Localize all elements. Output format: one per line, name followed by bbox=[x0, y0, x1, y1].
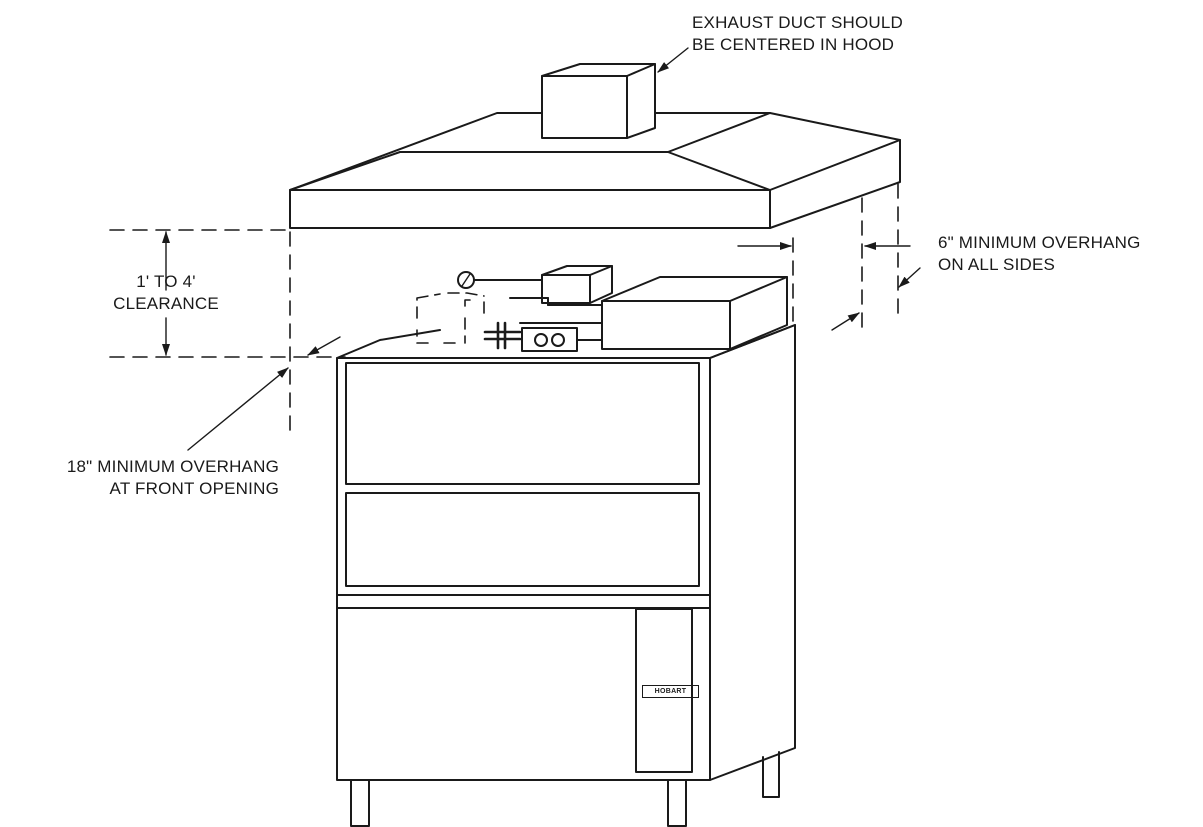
control-knob-icon bbox=[551, 333, 565, 347]
side-overhang-arrow-lower-right bbox=[898, 267, 921, 288]
exhaust-duct-leader bbox=[657, 47, 689, 73]
exhaust-duct-label-line2: BE CENTERED IN HOOD bbox=[692, 35, 895, 54]
front-overhang-label-line1: 18" MINIMUM OVERHANG bbox=[66, 457, 279, 476]
exhaust-duct-label-line1: EXHAUST DUCT SHOULD bbox=[692, 13, 903, 32]
exhaust-duct bbox=[541, 63, 656, 139]
dimension-arrows bbox=[162, 47, 921, 451]
side-overhang-label: 6" MINIMUM OVERHANG ON ALL SIDES bbox=[938, 232, 1141, 276]
clearance-label: 1' TO 4' CLEARANCE bbox=[96, 271, 236, 315]
control-knob-icon bbox=[534, 333, 548, 347]
side-overhang-label-line1: 6" MINIMUM OVERHANG bbox=[938, 233, 1141, 252]
side-overhang-arrow-lower-left bbox=[831, 312, 860, 331]
front-overhang-leader bbox=[187, 367, 289, 451]
front-overhang-label: 18" MINIMUM OVERHANG AT FRONT OPENING bbox=[0, 456, 279, 500]
clearance-label-line1: 1' TO 4' bbox=[136, 272, 196, 291]
clearance-guides bbox=[109, 183, 899, 431]
side-overhang-label-line2: ON ALL SIDES bbox=[938, 255, 1056, 274]
clearance-label-line2: CLEARANCE bbox=[113, 294, 219, 313]
exhaust-duct-label: EXHAUST DUCT SHOULD BE CENTERED IN HOOD bbox=[692, 12, 903, 56]
top-equipment bbox=[416, 265, 788, 352]
front-overhang-arrow bbox=[307, 336, 341, 356]
hobart-logo: HOBART bbox=[642, 685, 699, 698]
front-overhang-label-line2: AT FRONT OPENING bbox=[109, 479, 279, 498]
dishwasher-cabinet bbox=[336, 324, 796, 827]
